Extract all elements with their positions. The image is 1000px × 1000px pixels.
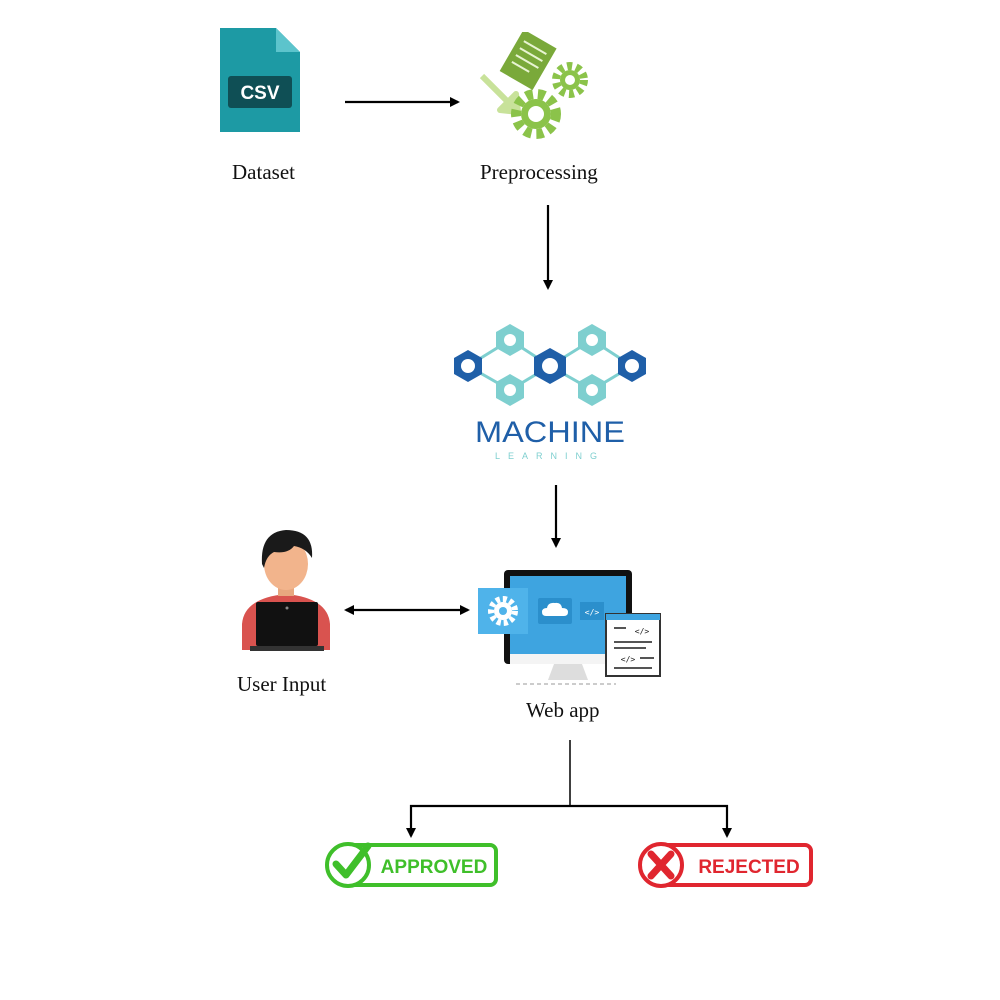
approved-label: APPROVED: [381, 857, 488, 878]
webapp-label: Web app: [526, 698, 600, 722]
user-input-label: User Input: [237, 672, 327, 696]
machine-learning-logo: MACHINE LEARNING: [444, 318, 658, 469]
svg-text:</>: </>: [635, 627, 650, 636]
ml-subtitle-text: LEARNING: [495, 451, 605, 461]
csv-file-icon: CSV: [220, 28, 300, 137]
svg-text:</>: </>: [621, 655, 636, 664]
x-mark-icon: [638, 842, 684, 888]
ml-hex-node: [578, 324, 606, 356]
ml-hex-node: [454, 350, 482, 382]
gears-document-icon: [478, 29, 596, 152]
user-laptop-icon: [236, 524, 336, 659]
ml-title-text: MACHINE: [475, 416, 625, 449]
ml-hex-node: [534, 348, 566, 384]
approved-badge: APPROVED: [324, 840, 500, 895]
ml-hex-node: [496, 374, 524, 406]
ml-hex-node: [618, 350, 646, 382]
connector-branch-rejected: [570, 804, 732, 838]
preprocessing-label: Preprocessing: [480, 160, 598, 184]
ml-hex-node: [496, 324, 524, 356]
rejected-label: REJECTED: [698, 857, 799, 878]
csv-badge-text: CSV: [240, 83, 279, 104]
connector-branch-approved: [406, 804, 570, 838]
svg-text:</>: </>: [585, 608, 600, 617]
monitor-webapp-icon: </> </> </>: [476, 568, 666, 695]
dataset-label: Dataset: [232, 160, 295, 184]
ml-hex-node: [578, 374, 606, 406]
checkmark-icon: [325, 842, 372, 888]
rejected-badge: REJECTED: [637, 840, 815, 895]
